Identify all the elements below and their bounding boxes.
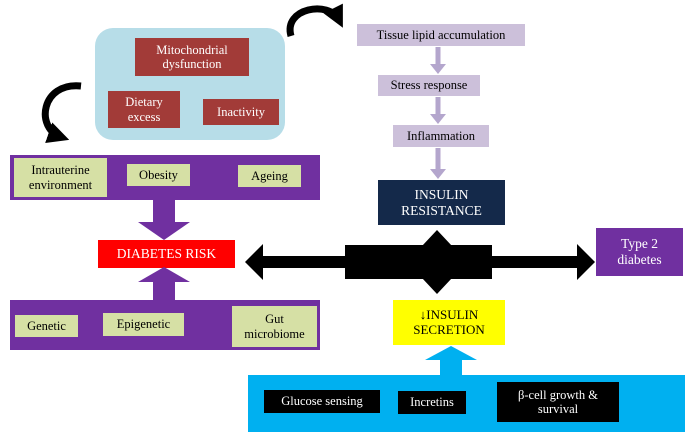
stress-response-box: Stress response: [378, 75, 480, 96]
mitochondrial-dysfunction-box: Mitochondrial dysfunction: [135, 38, 249, 76]
block-arrow-betabar-to-secretion-icon: [425, 346, 477, 376]
down-arrow-inflammation-to-resistance-icon: [430, 148, 446, 179]
intrauterine-environment-box: Intrauterine environment: [14, 158, 107, 197]
down-arrow-tissue-to-stress-icon: [430, 47, 446, 74]
curved-arrow-cluster-to-cascade-icon: [286, 3, 343, 37]
block-arrow-bottombar-to-risk-icon: [138, 267, 190, 300]
beta-cell-growth-box: β-cell growth & survival: [497, 382, 619, 422]
ageing-box: Ageing: [238, 165, 301, 187]
type-2-diabetes-box: Type 2 diabetes: [596, 228, 683, 276]
insulin-resistance-box: INSULIN RESISTANCE: [378, 180, 505, 225]
down-arrow-stress-to-inflammation-icon: [430, 97, 446, 124]
inactivity-box: Inactivity: [203, 99, 279, 125]
gut-microbiome-box: Gut microbiome: [232, 306, 317, 347]
curved-arrow-left-to-risk-bar-icon: [41, 82, 82, 143]
epigenetic-box: Epigenetic: [103, 313, 184, 336]
double-arrow-risk-resistance-secretion-icon: [245, 230, 595, 294]
obesity-box: Obesity: [127, 164, 190, 186]
glucose-sensing-box: Glucose sensing: [264, 390, 380, 413]
tissue-lipid-accumulation-box: Tissue lipid accumulation: [357, 24, 525, 46]
dietary-excess-box: Dietary excess: [108, 91, 180, 128]
incretins-box: Incretins: [398, 391, 466, 414]
block-arrow-topbar-to-risk-icon: [138, 200, 190, 240]
diabetes-risk-box: DIABETES RISK: [98, 240, 235, 268]
inflammation-box: Inflammation: [393, 125, 489, 147]
genetic-box: Genetic: [15, 315, 78, 337]
insulin-secretion-box: ↓INSULIN SECRETION: [393, 300, 505, 345]
